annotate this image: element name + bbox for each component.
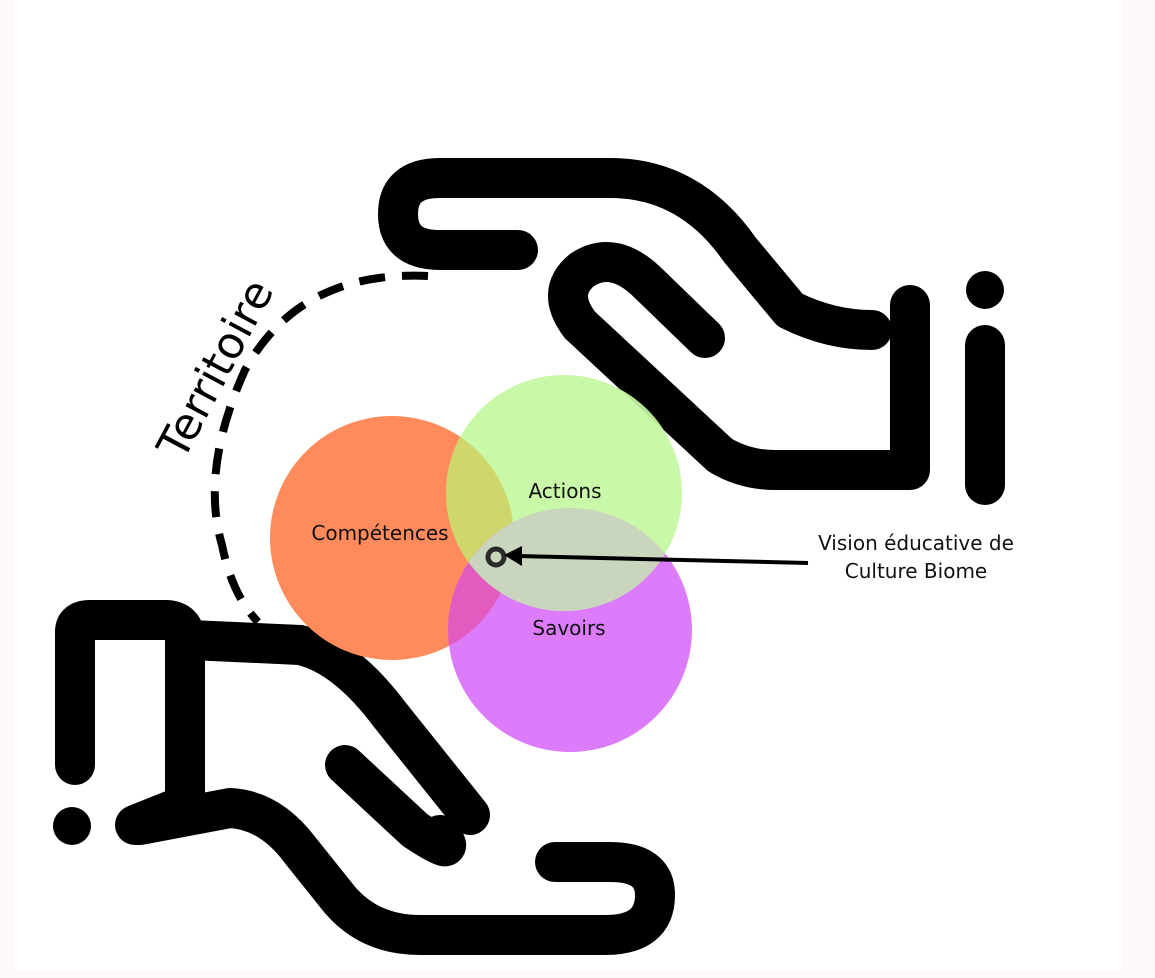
bottom-hand-dot bbox=[53, 807, 91, 845]
top-hand-icon bbox=[378, 158, 1005, 505]
arrow-head bbox=[504, 546, 522, 566]
callout-line-2: Culture Biome bbox=[845, 559, 987, 583]
label-competences: Compétences bbox=[311, 521, 448, 545]
bottom-hand-palm bbox=[55, 612, 490, 835]
bottom-hand-finger-loop bbox=[325, 745, 467, 867]
top-hand-dot bbox=[966, 271, 1004, 309]
overlap-competences-savoirs bbox=[448, 508, 514, 660]
arrow-left-icon bbox=[517, 554, 809, 565]
label-savoirs: Savoirs bbox=[532, 616, 605, 640]
territory-dashed-arc bbox=[210, 271, 429, 625]
bottom-hand-lower bbox=[120, 788, 675, 955]
callout-line-1: Vision éducative de bbox=[818, 531, 1014, 555]
top-hand-finger-loop bbox=[548, 242, 930, 490]
label-actions: Actions bbox=[528, 479, 601, 503]
top-hand-thumb bbox=[378, 158, 892, 350]
bottom-hand-icon bbox=[53, 600, 675, 955]
ring-marker-icon bbox=[485, 546, 507, 568]
